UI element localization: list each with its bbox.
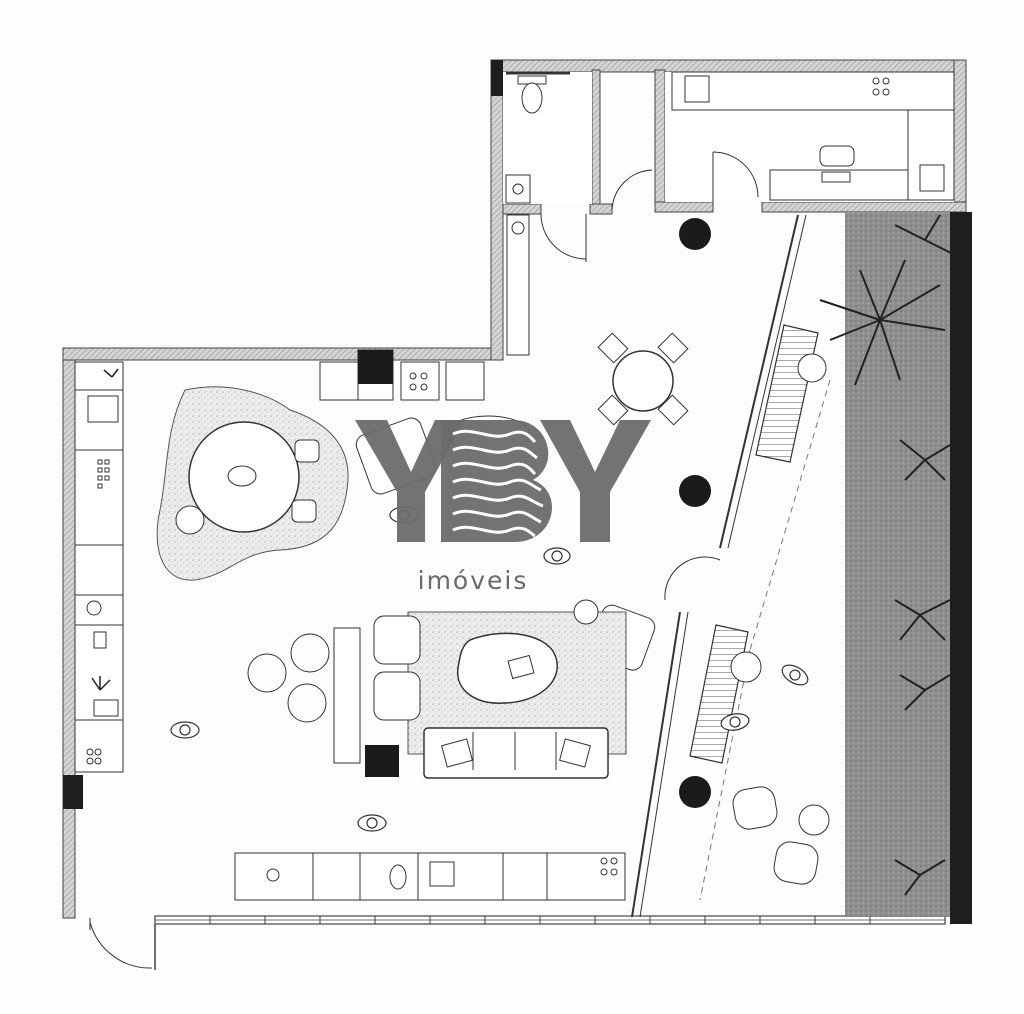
sofa-icon <box>423 727 609 779</box>
palm-plant-icon <box>819 214 956 896</box>
diagonal-facade <box>631 214 831 918</box>
logo-mark <box>355 420 651 542</box>
stairs-icon <box>689 324 819 764</box>
toilet-icon <box>517 75 547 114</box>
bathroom <box>503 71 653 356</box>
door-swing-icon <box>89 918 153 969</box>
brand-logo: imóveis <box>355 420 665 595</box>
office-room <box>665 71 955 202</box>
potted-plant-icon <box>91 368 119 691</box>
meeting-area <box>156 386 349 581</box>
bottom-counter <box>234 852 626 901</box>
columns <box>679 218 711 808</box>
garden-strip <box>819 212 956 917</box>
upper-counter <box>319 349 485 401</box>
burner-icon <box>872 77 890 96</box>
sink-icon <box>505 174 531 204</box>
left-cabinet-wall <box>74 361 124 773</box>
lounge-area <box>247 611 627 779</box>
brand-subtitle: imóveis <box>417 566 529 595</box>
office-chair-icon <box>819 145 855 183</box>
